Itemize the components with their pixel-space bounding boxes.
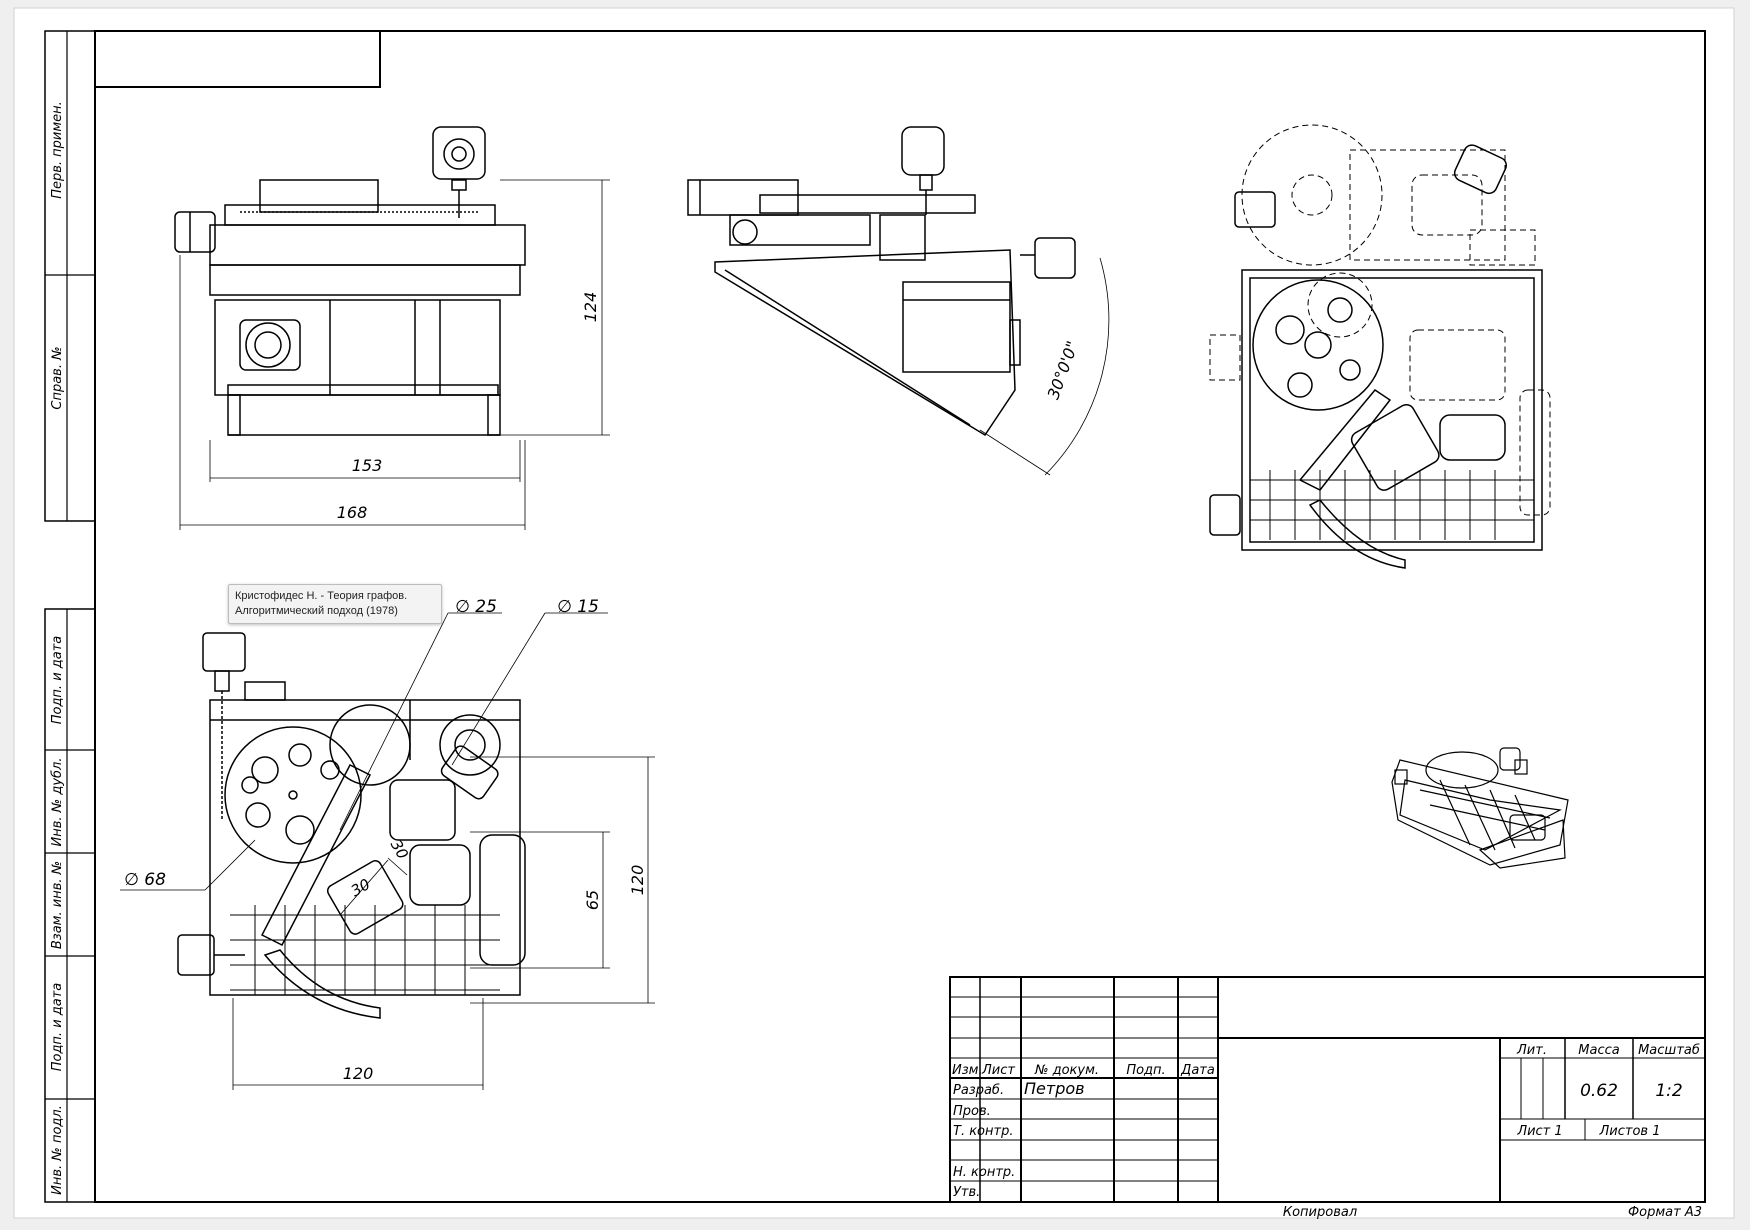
tb-masshtab-value: 1:2	[1655, 1081, 1682, 1101]
top-view-grid	[230, 905, 500, 995]
dim-top-height: 120	[628, 865, 647, 896]
tb-n-kontr: Н. контр.	[953, 1165, 1015, 1180]
podp-data-label-1: Подп. и дата	[50, 636, 65, 725]
dim-dia-68: ∅ 68	[124, 870, 166, 890]
tb-n-dokum: № докум.	[1034, 1063, 1099, 1078]
perv-primen-label: Перв. примен.	[50, 101, 65, 199]
vzam-inv-label: Взам. инв. №	[50, 861, 65, 949]
tooltip-line-1: Кристофидес Н. - Теория графов.	[235, 590, 408, 602]
tb-masshtab: Масштаб	[1638, 1043, 1700, 1058]
isometric-view	[1391, 747, 1569, 869]
tooltip-line-2: Алгоритмический подход (1978)	[235, 605, 398, 617]
podp-data-label-2: Подп. и дата	[50, 983, 65, 1072]
tb-data: Дата	[1180, 1063, 1215, 1078]
dim-front-height: 124	[581, 292, 600, 323]
tb-list-no: Лист 1	[1516, 1124, 1562, 1139]
right-view-hidden-lines	[1209, 124, 1551, 516]
footer-format: Формат А3	[1628, 1205, 1702, 1220]
tb-list: Лист	[981, 1063, 1015, 1078]
inv-podl-label: Инв. № подл.	[50, 1105, 65, 1195]
tb-prov: Пров.	[953, 1104, 991, 1119]
footer-kopiroval: Копировал	[1283, 1205, 1357, 1220]
dim-front-outer-width: 168	[337, 503, 368, 522]
front-view-dimensions	[179, 179, 610, 530]
tb-massa-value: 0.62	[1580, 1081, 1618, 1101]
dim-front-inner-width: 153	[352, 456, 383, 475]
side-strip-labels: Перв. примен. Справ. № Подп. и дата Инв.…	[50, 101, 65, 1195]
inv-dubl-label: Инв. № дубл.	[50, 758, 65, 847]
side-view	[687, 126, 1076, 437]
dim-top-width: 120	[343, 1064, 374, 1083]
tb-podp: Подп.	[1126, 1063, 1165, 1078]
title-block-text: Изм. Лист № докум. Подп. Дата Разраб. Пе…	[952, 1043, 1700, 1200]
side-view-dimensions	[979, 257, 1110, 476]
tb-izm: Изм.	[952, 1063, 983, 1078]
front-view	[174, 126, 526, 436]
right-view-grid	[1250, 470, 1534, 540]
right-view	[1209, 144, 1543, 569]
drawing-frame	[44, 30, 1706, 1203]
top-view-dimensions	[120, 612, 655, 1090]
tb-lit: Лит.	[1516, 1043, 1547, 1058]
dim-dia-15: ∅ 15	[557, 597, 599, 617]
tb-massa: Масса	[1578, 1043, 1619, 1058]
tb-razrab: Разраб.	[953, 1083, 1004, 1098]
tb-t-kontr: Т. контр.	[953, 1124, 1013, 1139]
top-view	[177, 632, 526, 1019]
tb-listov: Листов 1	[1599, 1124, 1661, 1139]
sprav-no-label: Справ. №	[50, 346, 65, 409]
dim-dia-25: ∅ 25	[455, 597, 497, 617]
reference-tooltip: Кристофидес Н. - Теория графов. Алгоритм…	[228, 584, 442, 624]
tb-razrab-name: Петров	[1024, 1079, 1085, 1098]
title-block	[949, 976, 1706, 1203]
dim-top-inner: 65	[583, 890, 602, 910]
tb-utv: Утв.	[953, 1185, 980, 1200]
